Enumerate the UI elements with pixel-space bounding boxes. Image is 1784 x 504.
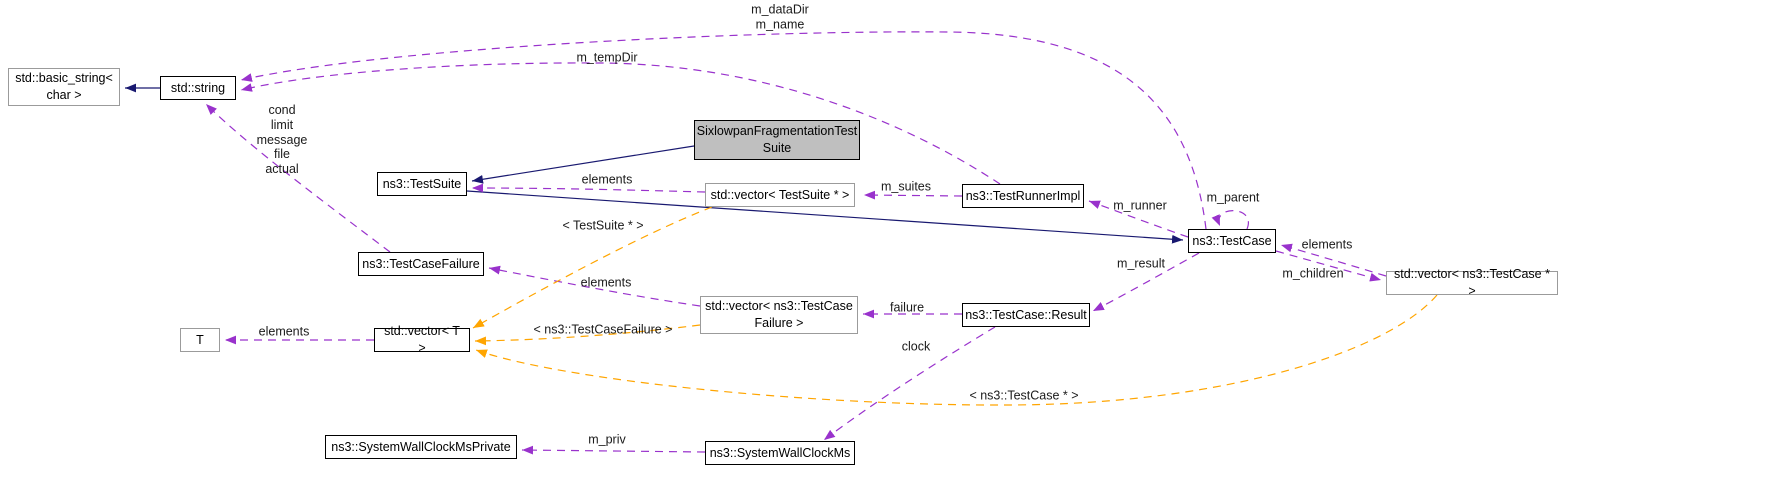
edge-label-m-tempdir: m_tempDir	[576, 50, 638, 65]
edge-label-template-testsuite: < TestSuite * >	[562, 218, 644, 233]
edge-clock	[823, 326, 996, 441]
edge-inherit-testsuite-testcase	[466, 190, 1184, 244]
node-ns3-systemwallclockms[interactable]: ns3::SystemWallClockMs	[705, 441, 855, 465]
node-template-t: T	[180, 328, 220, 352]
edge-m-tempdir	[240, 62, 1001, 185]
node-ns3-testcasefailure[interactable]: ns3::TestCaseFailure	[358, 252, 484, 276]
node-std-vector-t[interactable]: std::vector< T >	[374, 324, 470, 355]
node-ns3-testcase-result[interactable]: ns3::TestCase::Result	[962, 303, 1090, 327]
edge-m-datadir-m-name	[240, 31, 1207, 230]
edge-label-elements-children: elements	[1301, 237, 1353, 252]
node-ns3-systemwallclockmsprivate[interactable]: ns3::SystemWallClockMsPrivate	[325, 435, 517, 459]
edge-label-clock: clock	[901, 339, 931, 354]
edge-m-result	[1092, 252, 1200, 312]
edge-label-elements-t: elements	[258, 324, 310, 339]
node-ns3-testsuite[interactable]: ns3::TestSuite	[377, 172, 467, 196]
edge-label-template-testcasefailure: < ns3::TestCaseFailure >	[533, 322, 673, 337]
edge-m-parent-selfloop	[1211, 210, 1250, 230]
edge-label-m-datadir-m-name: m_dataDir m_name	[751, 2, 809, 31]
node-std-basic-string: std::basic_string< char >	[8, 68, 120, 106]
node-ns3-testcase[interactable]: ns3::TestCase	[1188, 229, 1276, 253]
edge-failure-fields-to-string	[205, 103, 391, 253]
edge-m-priv	[521, 445, 706, 455]
edge-elements-vectortestsuite-testsuite	[471, 183, 706, 193]
node-std-vector-testcasefailure: std::vector< ns3::TestCase Failure >	[700, 296, 858, 334]
edge-label-m-children: m_children	[1282, 266, 1344, 281]
edge-label-m-result: m_result	[1117, 256, 1165, 271]
node-std-vector-testcase-ptr: std::vector< ns3::TestCase * >	[1386, 267, 1558, 298]
edge-label-elements-suites: elements	[581, 172, 633, 187]
node-sixlowpan-fragmentation-test-suite: SixlowpanFragmentationTest Suite	[694, 120, 860, 160]
node-std-vector-testsuite-ptr: std::vector< TestSuite * >	[705, 183, 855, 207]
edge-template-vectortestcase-vectort	[475, 294, 1438, 406]
node-std-string[interactable]: std::string	[160, 76, 236, 100]
edge-inherit-sixlowpansuite-testsuite	[471, 145, 695, 184]
edge-label-m-parent: m_parent	[1206, 190, 1260, 205]
edge-template-vectortestsuite-vectort	[472, 206, 713, 329]
edge-label-m-suites: m_suites	[880, 179, 932, 194]
edge-label-elements-failures: elements	[580, 275, 632, 290]
node-ns3-testrunnerimpl[interactable]: ns3::TestRunnerImpl	[962, 184, 1084, 208]
edge-template-vectorfailure-vectort	[474, 324, 701, 346]
edge-label-failure: failure	[889, 300, 925, 315]
edge-label-failure-fields: cond limit message file actual	[256, 103, 308, 177]
edge-label-template-testcase: < ns3::TestCase * >	[969, 388, 1079, 403]
edge-label-m-priv: m_priv	[588, 432, 626, 447]
edge-label-m-runner: m_runner	[1113, 198, 1167, 213]
edge-m-suites	[863, 190, 963, 200]
